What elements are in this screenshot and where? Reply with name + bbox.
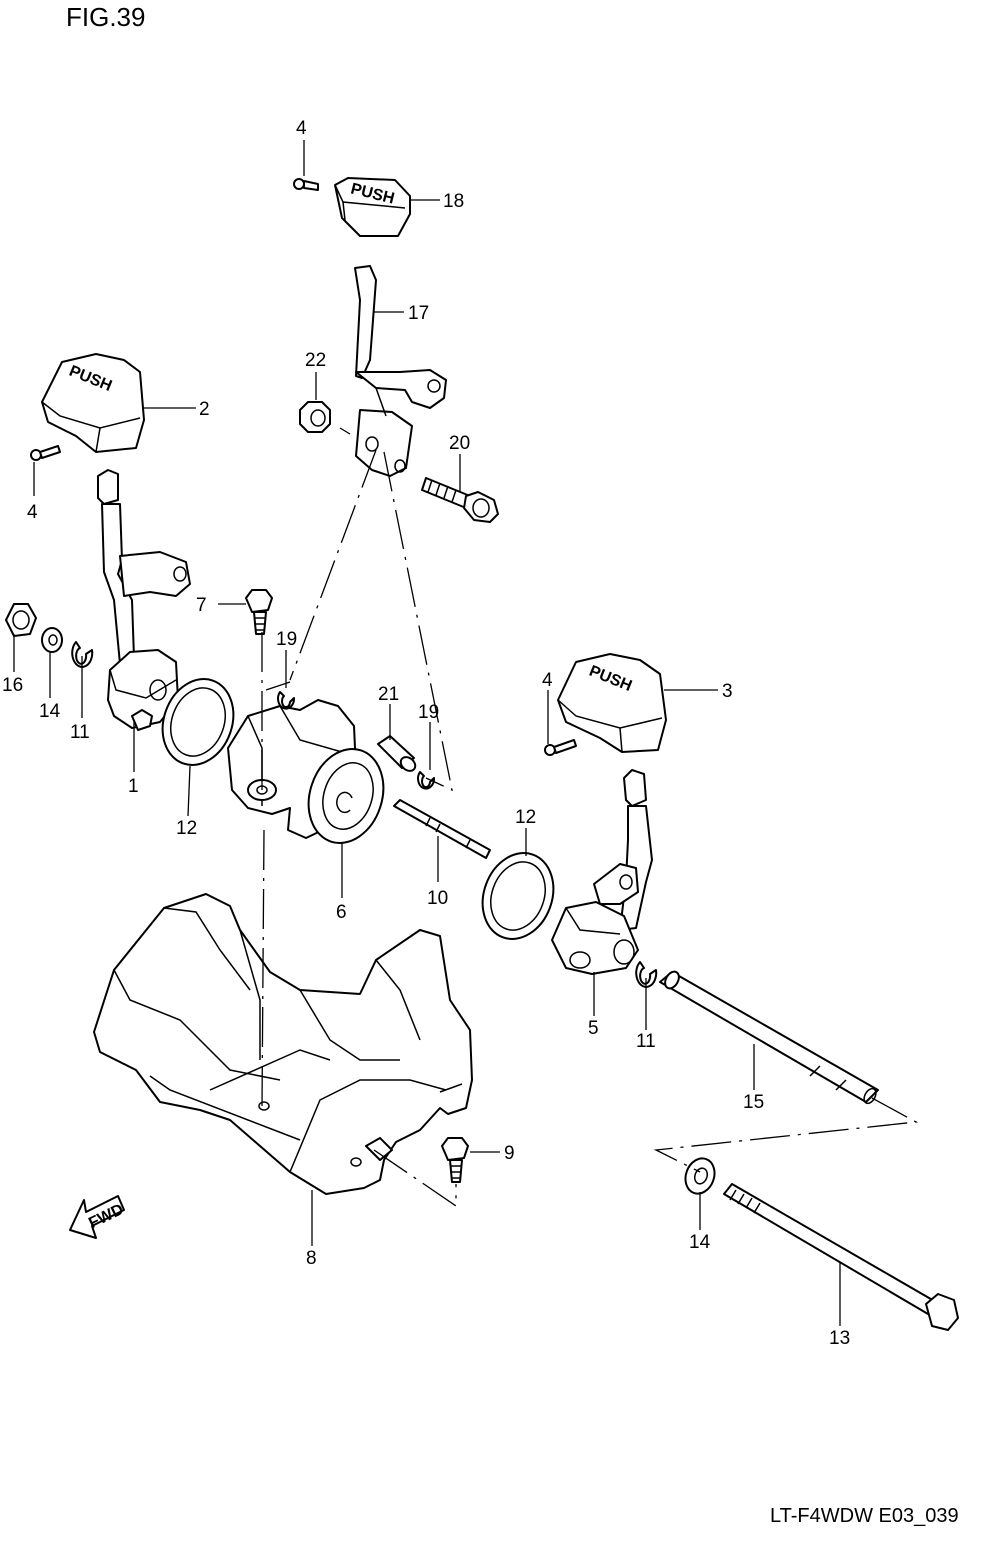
part-11-clip-right bbox=[635, 961, 658, 988]
part-15-shaft bbox=[659, 970, 879, 1105]
figure-code: LT-F4WDW E03_039 bbox=[770, 1505, 959, 1527]
part-19-clip-right bbox=[417, 771, 436, 790]
part-21-pin bbox=[377, 735, 417, 772]
part-8-bracket bbox=[93, 893, 473, 1195]
callout-4-left: 4 bbox=[27, 502, 38, 523]
part-4-screw-left bbox=[30, 445, 61, 461]
part-7-bolt bbox=[245, 589, 273, 635]
callout-3: 3 bbox=[722, 681, 733, 702]
part-14-washer-left bbox=[41, 627, 63, 653]
callout-9: 9 bbox=[504, 1143, 515, 1164]
callout-11-left: 11 bbox=[70, 722, 90, 743]
callout-11-right: 11 bbox=[636, 1031, 656, 1052]
part-19-clip-left bbox=[277, 691, 296, 710]
callout-6: 6 bbox=[336, 902, 347, 923]
part-4-screw-right bbox=[544, 739, 577, 756]
part-16-nut bbox=[5, 603, 37, 637]
callout-18: 18 bbox=[443, 191, 464, 212]
callout-19-left: 19 bbox=[276, 629, 297, 650]
part-20-bolt bbox=[421, 477, 499, 523]
part-2-knob: PUSH bbox=[41, 353, 145, 453]
callout-20: 20 bbox=[449, 433, 470, 454]
callout-10: 10 bbox=[427, 888, 448, 909]
callout-12-left: 12 bbox=[176, 818, 197, 839]
part-3-knob: PUSH bbox=[557, 653, 667, 753]
callout-leaders bbox=[13, 140, 841, 1326]
callout-12-right: 12 bbox=[515, 807, 536, 828]
callout-19-right: 19 bbox=[418, 702, 439, 723]
part-18-cap: PUSH bbox=[334, 177, 411, 237]
callout-2: 2 bbox=[199, 399, 210, 420]
callout-22: 22 bbox=[305, 350, 326, 371]
callout-15: 15 bbox=[743, 1092, 764, 1113]
assembly-lines bbox=[261, 427, 919, 1208]
callout-numbers: 4 18 17 22 20 2 4 16 14 11 1 12 7 19 21 … bbox=[2, 118, 850, 1349]
callout-8: 8 bbox=[306, 1248, 317, 1269]
callout-14-right: 14 bbox=[689, 1232, 711, 1253]
callout-21: 21 bbox=[378, 684, 399, 705]
part-13-bolt bbox=[723, 1183, 959, 1331]
callout-1: 1 bbox=[128, 776, 139, 797]
fwd-arrow-icon: FWD bbox=[69, 1195, 126, 1239]
callout-7: 7 bbox=[196, 595, 207, 616]
callout-16: 16 bbox=[2, 675, 23, 696]
part-22-nut bbox=[299, 401, 331, 433]
part-14-washer-right bbox=[684, 1157, 716, 1195]
part-6-housing bbox=[227, 699, 385, 844]
figure-title: FIG.39 bbox=[66, 2, 146, 32]
callout-4-right: 4 bbox=[542, 670, 553, 691]
callout-13: 13 bbox=[829, 1328, 850, 1349]
part-12-seal-right bbox=[481, 852, 555, 940]
callout-5: 5 bbox=[588, 1018, 599, 1039]
part-1-lever bbox=[97, 469, 191, 731]
part-10-shaft bbox=[393, 799, 491, 859]
part-4-screw-top bbox=[293, 178, 319, 191]
part-5-lever bbox=[551, 769, 653, 975]
part-12-seal-left bbox=[161, 678, 235, 766]
callout-4-top: 4 bbox=[296, 118, 307, 139]
callout-17: 17 bbox=[408, 303, 429, 324]
callout-14-left: 14 bbox=[39, 701, 61, 722]
part-17-lever bbox=[354, 265, 447, 477]
part-11-clip-left bbox=[71, 641, 94, 668]
part-9-bolt bbox=[441, 1137, 469, 1183]
